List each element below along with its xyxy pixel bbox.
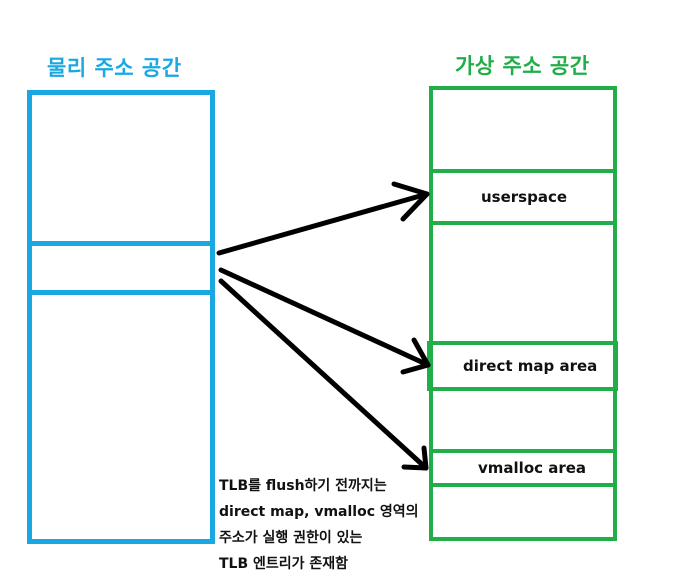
arrow-to-vmalloc [218, 278, 429, 471]
note-line: 주소가 실행 권한이 있는 [219, 530, 363, 546]
virtual-memory-box [429, 86, 617, 541]
vmalloc-label: vmalloc area [478, 459, 587, 477]
virtual-address-space-title: 가상 주소 공간 [455, 54, 590, 78]
userspace-region [429, 169, 617, 225]
arrow-to-direct-map [218, 267, 431, 375]
physical-page-region [27, 241, 215, 295]
direct-map-label: direct map area [463, 357, 598, 375]
note-line: TLB를 flush하기 전까지는 [219, 478, 387, 494]
physical-address-space-title: 물리 주소 공간 [47, 56, 182, 80]
arrow-to-userspace [216, 181, 430, 256]
note-line: direct map, vmalloc 영역의 [219, 504, 419, 520]
note-line: TLB 엔트리가 존재함 [219, 556, 349, 572]
userspace-label: userspace [481, 188, 568, 206]
physical-memory-box [27, 90, 215, 544]
vmalloc-region [429, 449, 617, 487]
tlb-note: TLB를 flush하기 전까지는 direct map, vmalloc 영역… [219, 473, 419, 577]
